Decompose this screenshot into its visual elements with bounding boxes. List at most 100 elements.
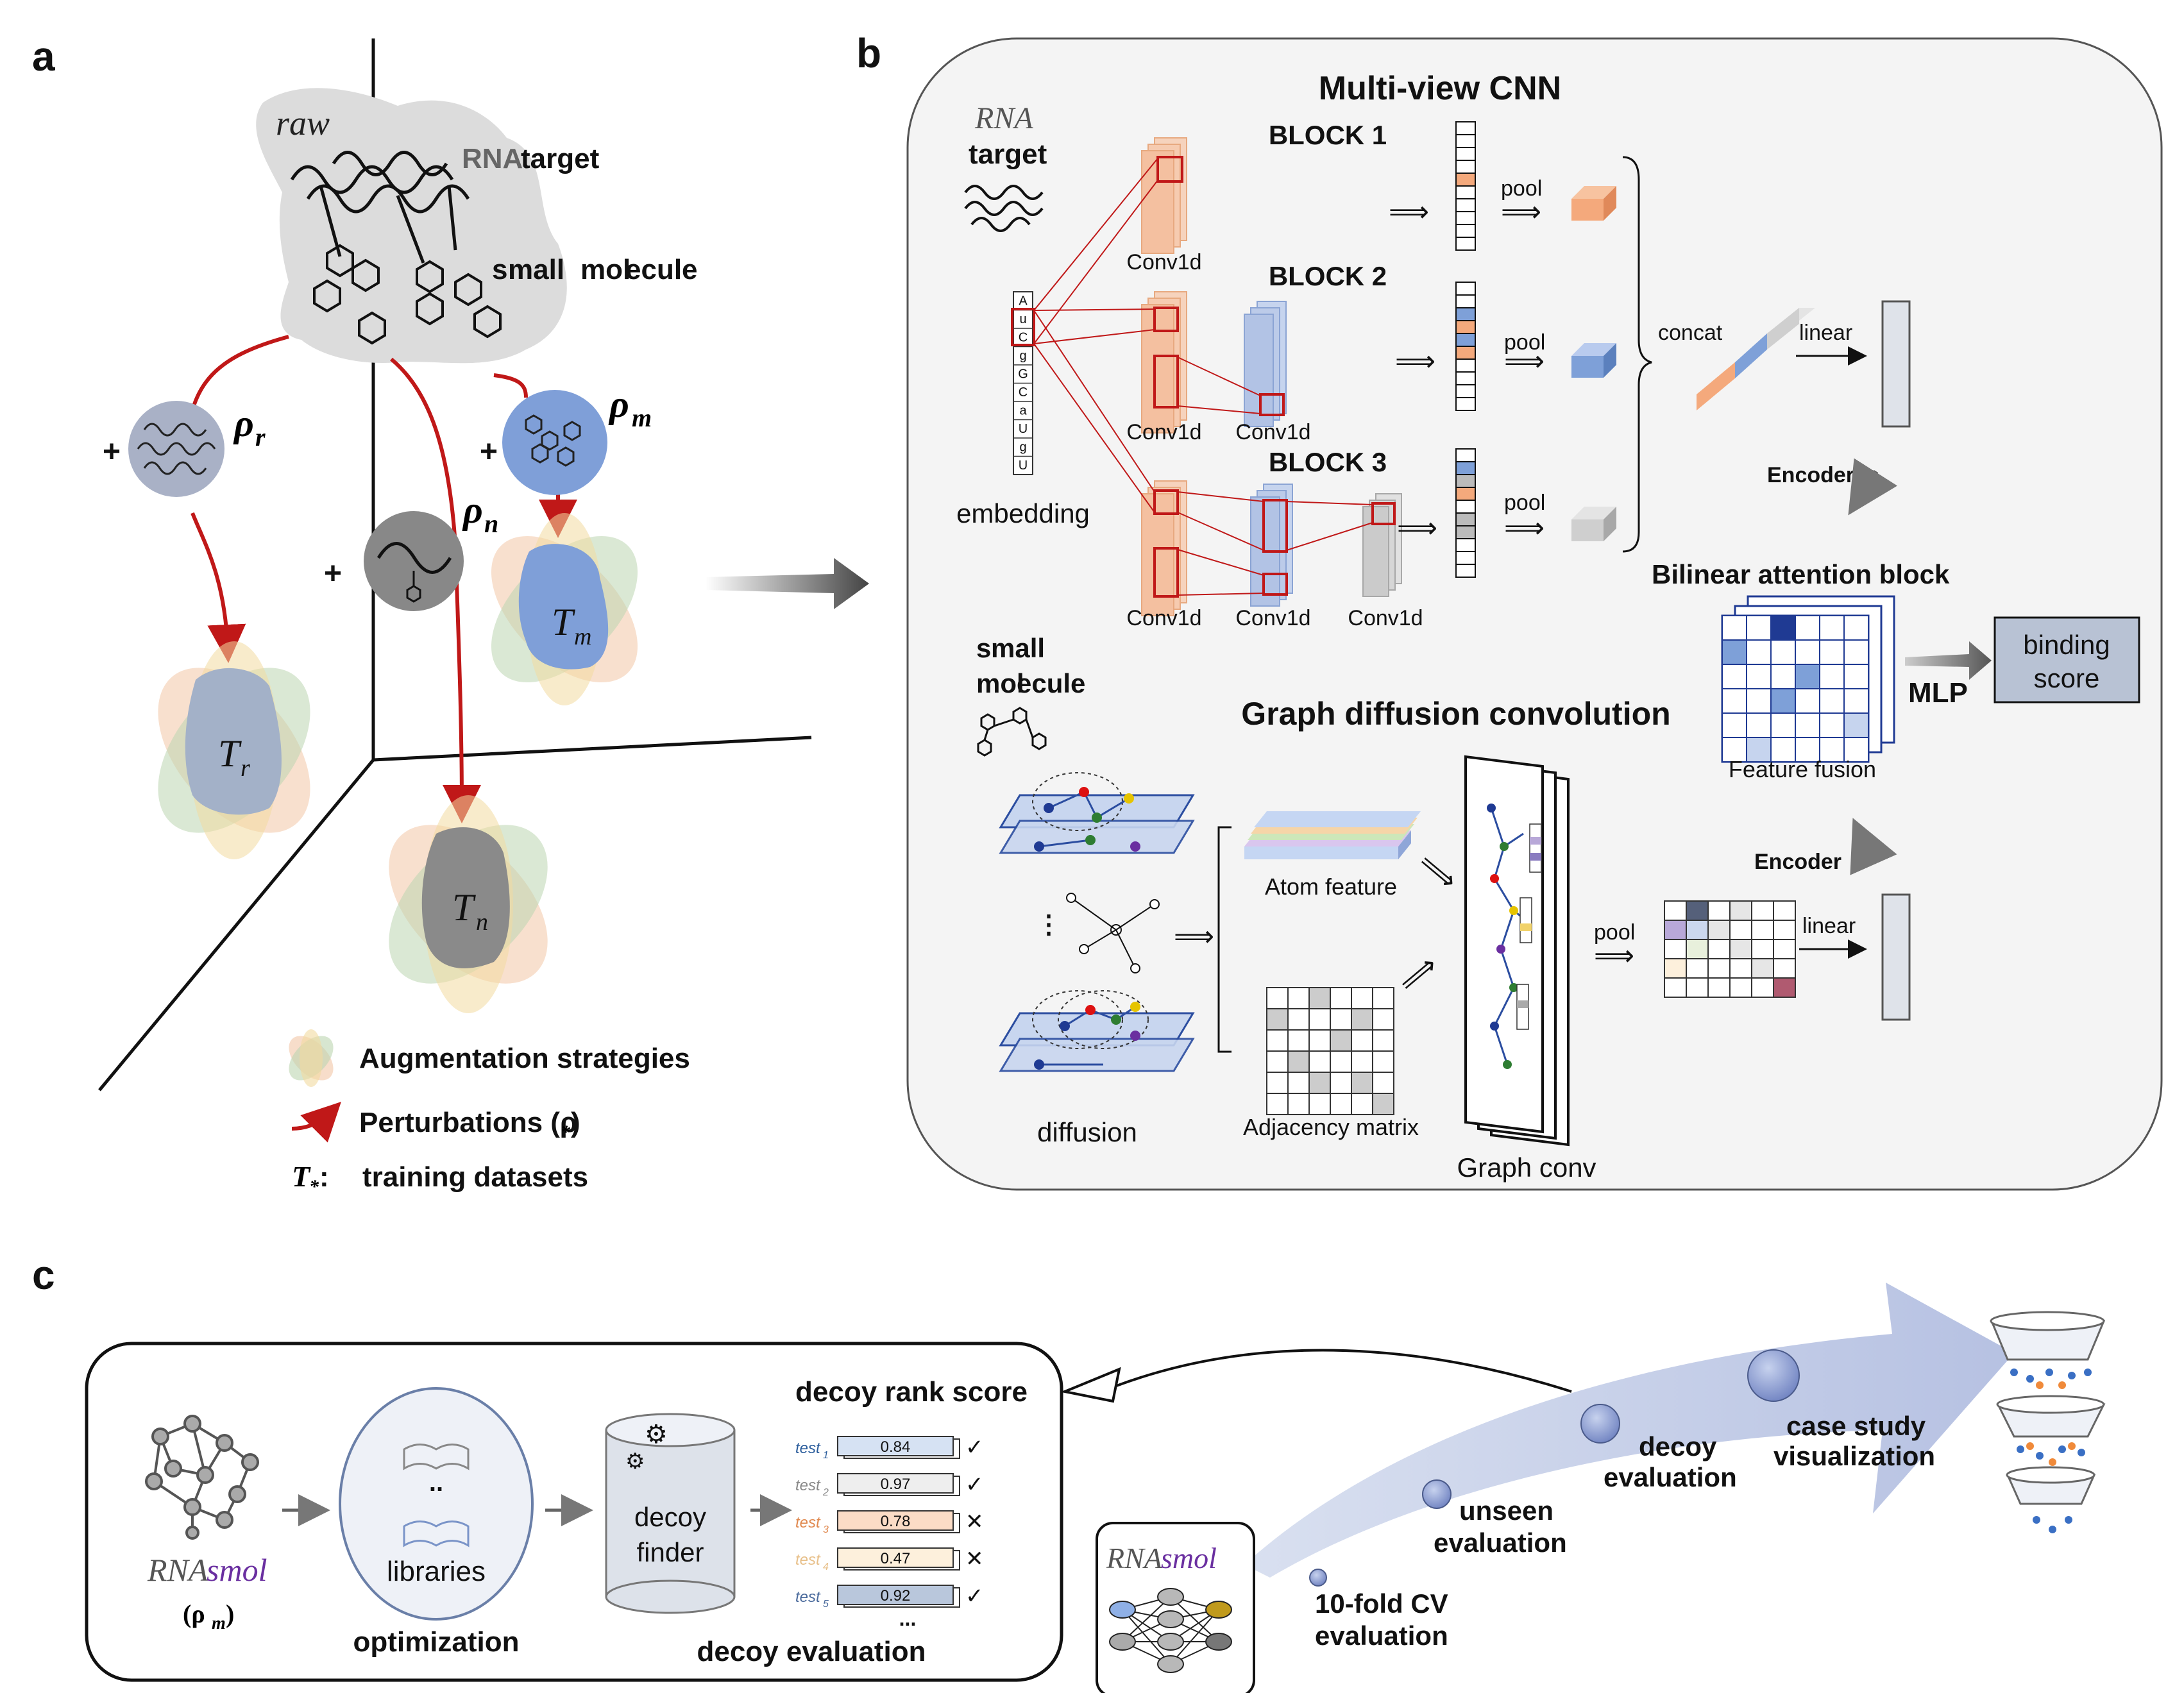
panel-c: c RNA smol (ρ m ) bbox=[32, 1252, 2106, 1693]
pooled-matrix-cell bbox=[1729, 900, 1752, 921]
atom-feature-block bbox=[1244, 811, 1421, 859]
pool-label-3: pool bbox=[1504, 491, 1545, 515]
rho-n-sub: n bbox=[484, 509, 498, 538]
embedding-window bbox=[1011, 308, 1035, 346]
legend-t-sub: * bbox=[309, 1176, 319, 1197]
rna-strands-icon bbox=[290, 151, 470, 264]
pooled-matrix-cell bbox=[1707, 977, 1731, 998]
neural-network-icon bbox=[1109, 1588, 1232, 1673]
feature-vector-cell bbox=[1455, 173, 1476, 187]
attention-cell bbox=[1795, 615, 1820, 641]
stage-case-line1: case study bbox=[1786, 1411, 1926, 1441]
target-label: target bbox=[521, 143, 600, 174]
implies-arrow-diffusion: ⟹ bbox=[1174, 921, 1214, 952]
rnasmol-network-icon bbox=[145, 1415, 259, 1540]
adjacency-cell bbox=[1372, 1093, 1394, 1115]
stage-decoy-line2: evaluation bbox=[1604, 1462, 1737, 1492]
rho-r-circle bbox=[128, 401, 224, 497]
adjacency-cell bbox=[1287, 1050, 1310, 1073]
adjacency-cell bbox=[1287, 1008, 1310, 1031]
plus-m: + bbox=[480, 435, 498, 469]
libraries-book-icon bbox=[403, 1444, 470, 1547]
diffusion-bracket bbox=[1217, 826, 1232, 1053]
pooled-matrix-cell bbox=[1773, 920, 1796, 940]
dataset-t-r: T r bbox=[158, 641, 310, 859]
panel-a: a raw RNA target s bbox=[32, 33, 869, 1197]
small-s-label: s bbox=[492, 254, 507, 285]
block3-label: BLOCK 3 bbox=[1269, 447, 1387, 477]
t-r-label: T bbox=[218, 732, 242, 775]
rnasmol-rna-text: RNA bbox=[147, 1552, 208, 1588]
rna-label-b: RNA bbox=[974, 101, 1033, 135]
legend-augmentation: Augmentation strategies bbox=[289, 1029, 690, 1087]
feature-vector-cell bbox=[1455, 525, 1476, 539]
adjacency-cell bbox=[1372, 987, 1394, 1009]
feature-vector-cell bbox=[1455, 448, 1476, 462]
attention-cell bbox=[1746, 737, 1772, 762]
adjacency-cell bbox=[1372, 1029, 1394, 1052]
mol-label-b: mol bbox=[976, 668, 1024, 698]
attention-cell bbox=[1843, 688, 1869, 714]
pool-label-graph: pool bbox=[1594, 920, 1635, 945]
adjacency-cell bbox=[1287, 1029, 1310, 1052]
feature-vector-cell bbox=[1455, 185, 1476, 199]
attention-cell bbox=[1722, 615, 1747, 641]
feature-vector-cell bbox=[1455, 538, 1476, 552]
attention-map bbox=[1721, 595, 1895, 763]
attention-cell bbox=[1819, 688, 1845, 714]
rho-n-circle bbox=[364, 511, 464, 611]
rna-label: RNA bbox=[462, 143, 523, 174]
pooled-matrix-cell bbox=[1664, 958, 1687, 979]
embedding-letter: U bbox=[1019, 459, 1028, 473]
rho-m-circle bbox=[502, 390, 607, 495]
atom-feature-label: Atom feature bbox=[1265, 873, 1397, 900]
test-label: test bbox=[795, 1514, 821, 1531]
embedding-letter: g bbox=[1019, 441, 1026, 455]
rna-encoded-vector bbox=[1881, 300, 1911, 428]
ecule-label-b: ecule bbox=[1017, 668, 1085, 698]
ecule-label: ecule bbox=[625, 254, 698, 285]
decoy-finder-line2: finder bbox=[636, 1537, 704, 1567]
adjacency-cell bbox=[1330, 1072, 1352, 1094]
test-sub: 5 bbox=[823, 1599, 829, 1610]
block2-conv1d-b-label: Conv1d bbox=[1235, 420, 1310, 444]
small-molecules-icon bbox=[313, 244, 502, 345]
attention-cell bbox=[1722, 688, 1747, 714]
adjacency-cell bbox=[1308, 1008, 1331, 1031]
test-bar bbox=[837, 1436, 954, 1456]
gear-icon-small: ⚙ bbox=[625, 1449, 645, 1474]
pool-label-2: pool bbox=[1504, 330, 1545, 355]
decoy-finder-cylinder bbox=[605, 1413, 736, 1614]
feature-vector-cell bbox=[1455, 307, 1476, 321]
feature-vector-1 bbox=[1455, 121, 1476, 251]
t-n-sub: n bbox=[476, 909, 488, 936]
adjacency-cell bbox=[1351, 1008, 1373, 1031]
graph-stack-top bbox=[999, 772, 1195, 854]
attention-cell bbox=[1795, 639, 1820, 665]
feature-vector-cell bbox=[1455, 147, 1476, 161]
feature-vector-cell bbox=[1455, 397, 1476, 411]
mlp-label: MLP bbox=[1908, 677, 1968, 709]
t-n-label: T bbox=[452, 886, 476, 929]
block3-conv1d-c-label: Conv1d bbox=[1348, 606, 1423, 630]
block3-conv1d-b bbox=[1250, 484, 1293, 607]
test-bar bbox=[837, 1473, 954, 1494]
linear-label-top: linear bbox=[1799, 321, 1852, 345]
linear-label-bottom: linear bbox=[1802, 914, 1856, 938]
concat-brace bbox=[1622, 156, 1652, 553]
funnel-icon bbox=[1990, 1311, 2106, 1533]
feature-vector-2 bbox=[1455, 282, 1476, 411]
libraries-circle bbox=[339, 1387, 534, 1621]
rnasmol-rho-close: ) bbox=[226, 1599, 234, 1628]
evaluation-flow-arrow bbox=[1244, 1283, 2014, 1578]
pooled-matrix-cell bbox=[1773, 958, 1796, 979]
t-r-sub: r bbox=[241, 755, 250, 782]
attention-cell bbox=[1795, 712, 1820, 738]
target-label-b: target bbox=[969, 139, 1047, 170]
feature-vector-cell bbox=[1455, 512, 1476, 526]
attention-cell bbox=[1746, 664, 1772, 689]
vertical-ellipsis: ⋮ bbox=[1036, 911, 1062, 939]
panel-b-label: b bbox=[856, 30, 881, 76]
adjacency-matrix bbox=[1266, 987, 1394, 1115]
